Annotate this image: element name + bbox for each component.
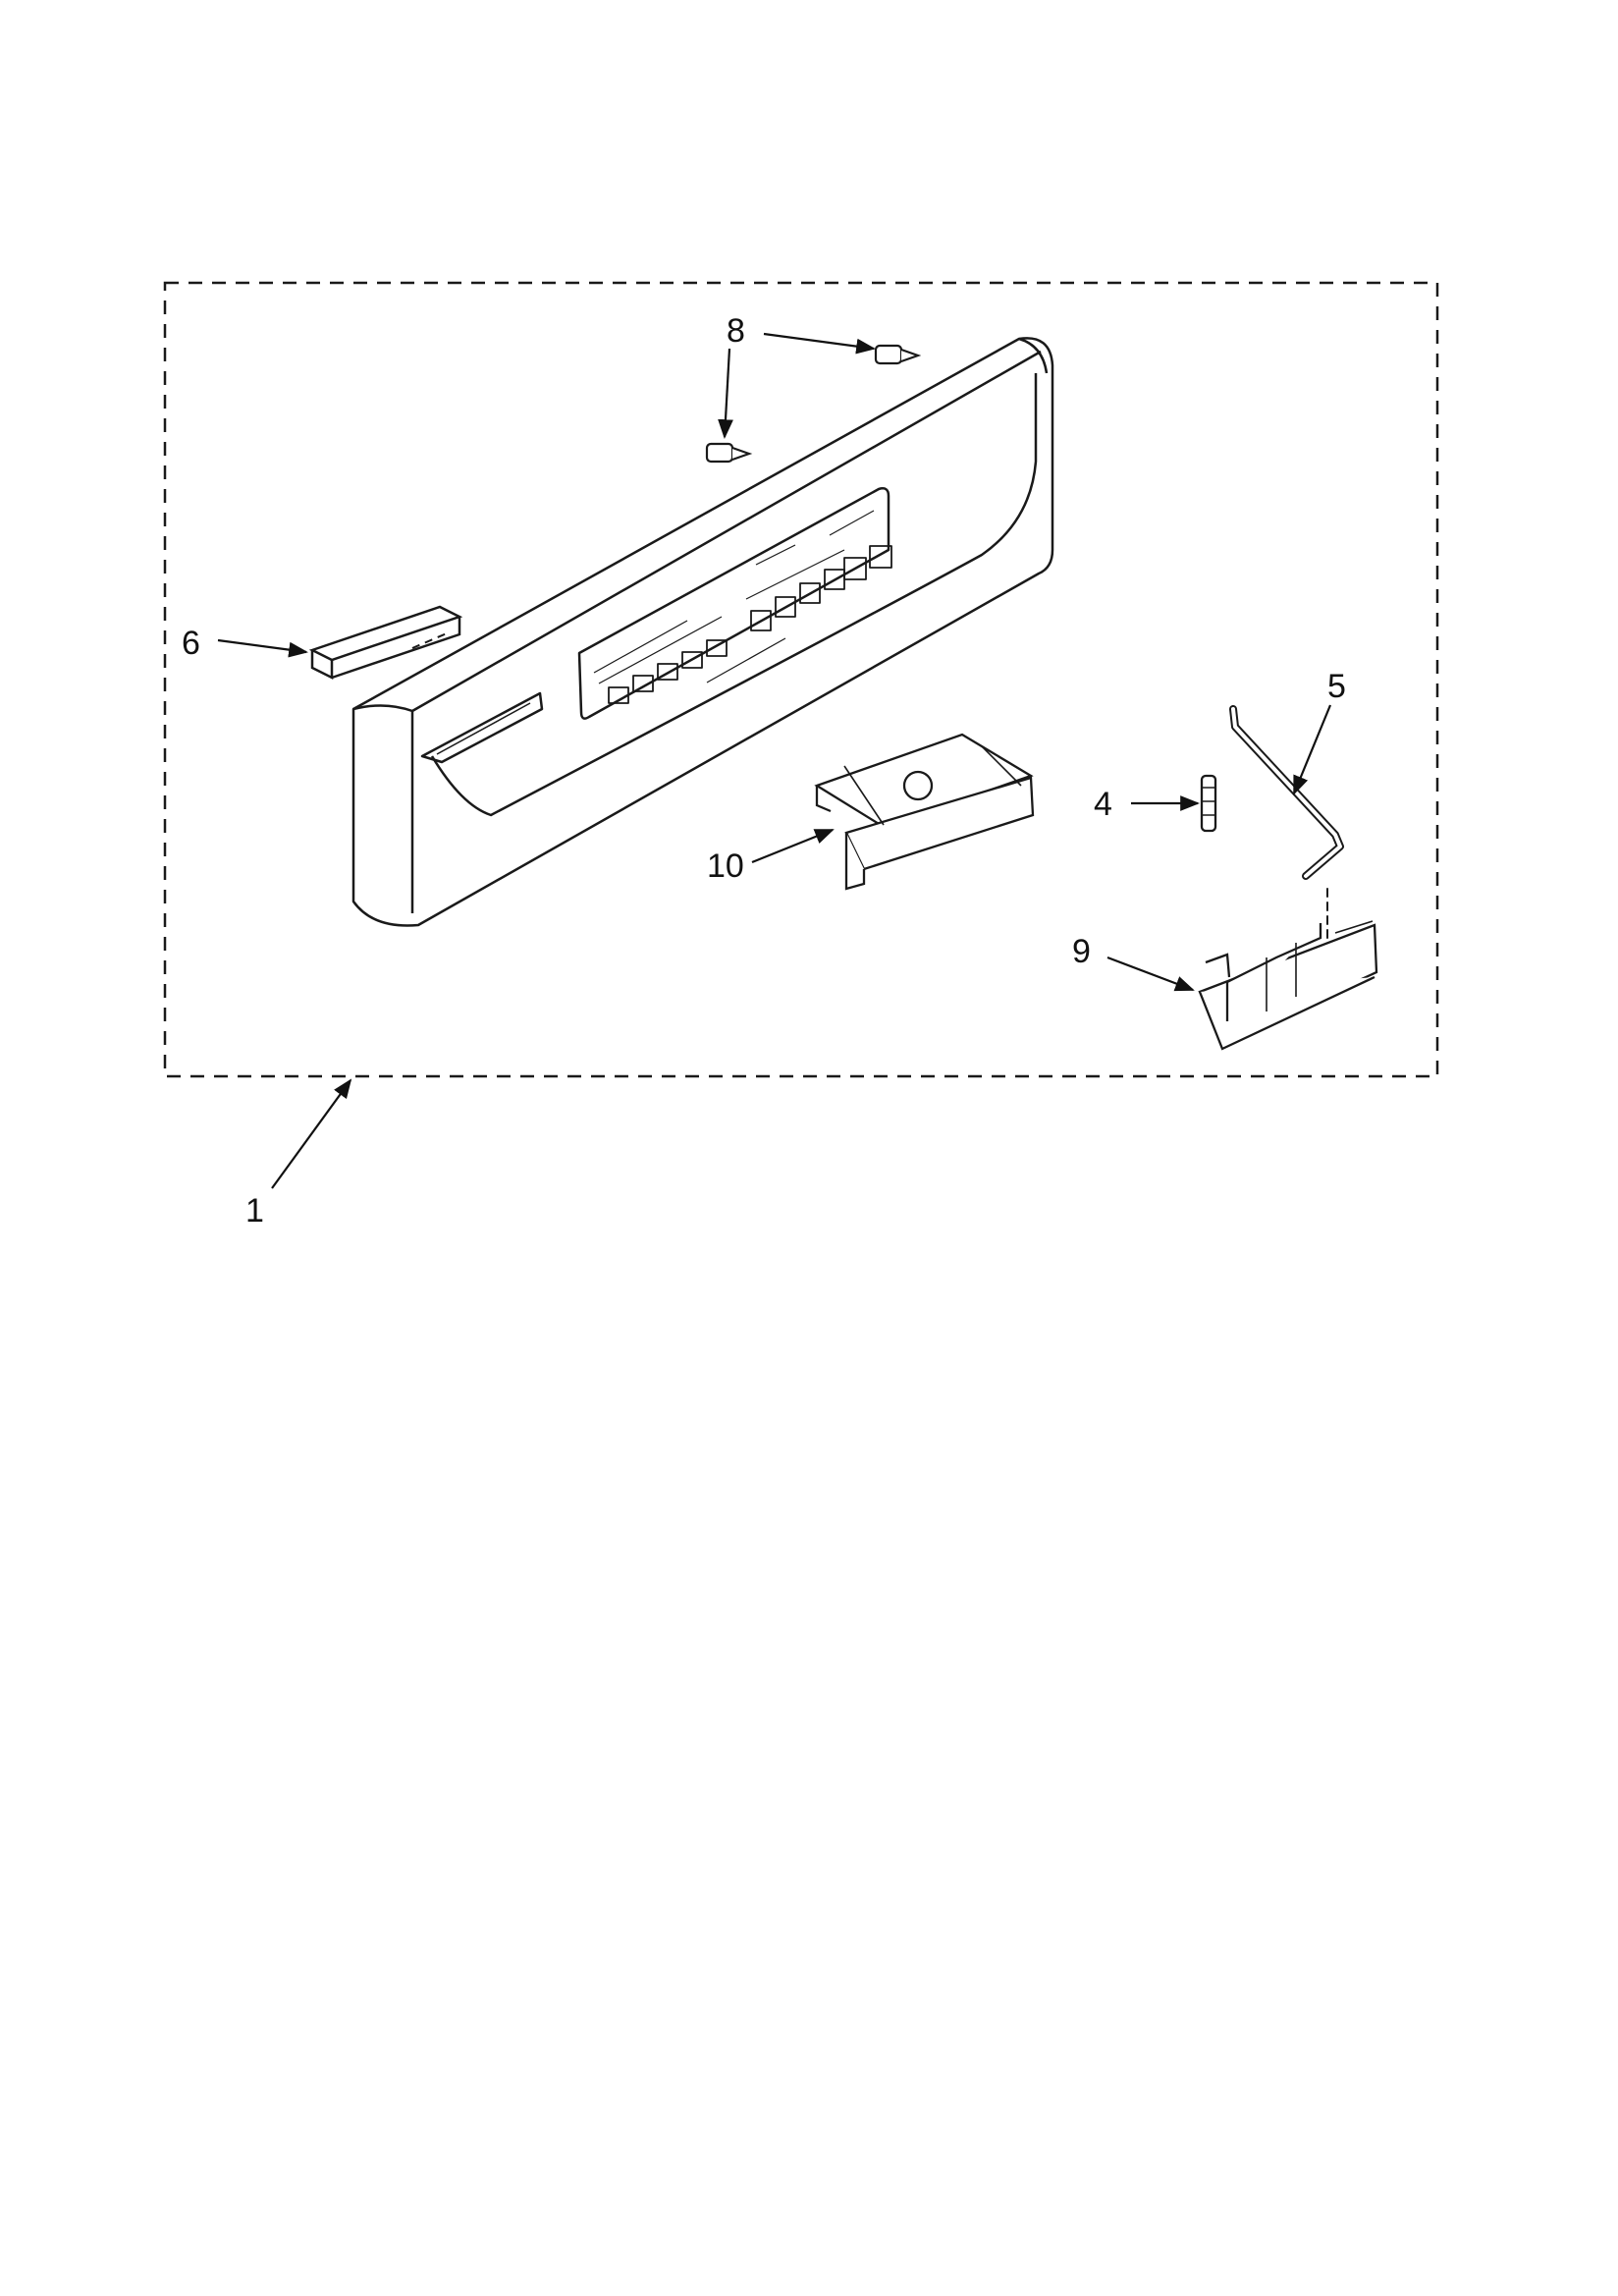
callout-1: 1 [245, 1192, 264, 1230]
leader-6 [217, 638, 308, 658]
callout-8: 8 [727, 312, 745, 350]
part-8-screws [705, 344, 922, 464]
leader-1 [271, 1078, 352, 1189]
callout-6: 6 [182, 625, 200, 662]
callout-9: 9 [1072, 933, 1091, 970]
part-5-rod [1229, 705, 1344, 944]
leader-8a [763, 332, 876, 355]
callout-5: 5 [1327, 668, 1346, 705]
part-9-housing [1198, 920, 1378, 1051]
callout-4: 4 [1094, 786, 1112, 823]
button-group-right [829, 510, 892, 580]
part-6-spacer [308, 605, 463, 681]
leader-arrows [217, 332, 1332, 1189]
leader-10 [751, 828, 835, 864]
handle-slot [420, 691, 544, 764]
callout-10: 10 [707, 847, 744, 885]
assembly-boundary [163, 281, 1439, 1078]
part-10-latch [814, 733, 1035, 891]
part-4-clip [1200, 774, 1217, 833]
button-group-left [593, 616, 728, 704]
leader-8b [718, 348, 733, 439]
leader-9 [1106, 956, 1195, 992]
leader-5 [1292, 704, 1332, 795]
control-panel [351, 337, 1054, 927]
control-display-window [577, 487, 890, 720]
